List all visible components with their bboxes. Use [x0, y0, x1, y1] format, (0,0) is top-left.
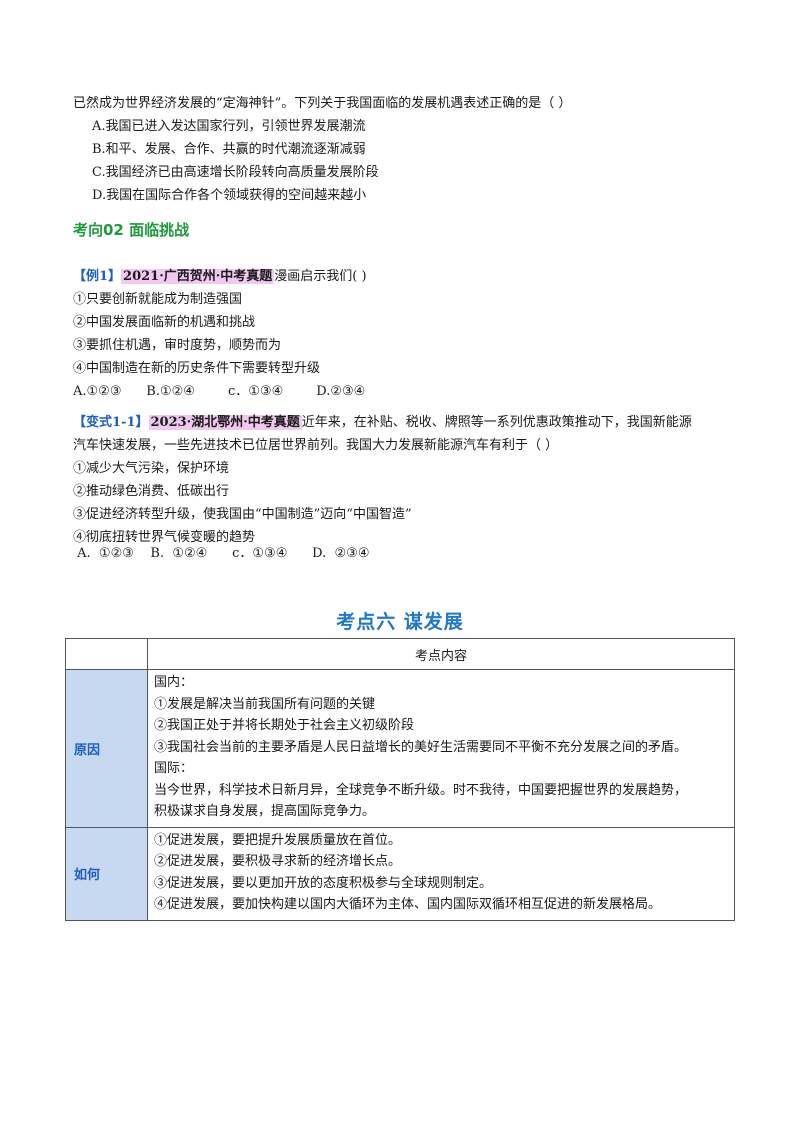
list-item: 积极谋求自身发展，提高国际竞争力。: [154, 804, 376, 819]
list-item: ②我国正处于并将长期处于社会主义初级阶段: [154, 718, 415, 733]
heading-02: 考向02 面临挑战: [73, 221, 190, 239]
table-row: 原因 国内： ①发展是解决当前我国所有问题的关键 ②我国正处于并将长期处于社会主…: [65, 669, 735, 828]
example1-source: 2021·广西贺州·中考真题: [121, 269, 275, 284]
example1-stem: 漫画启示我们( ): [274, 269, 367, 284]
list-item: ③我国社会当前的主要矛盾是人民日益增长的美好生活需要同不平衡不充分发展之间的矛盾…: [154, 739, 688, 755]
row-label-how: 如何: [65, 826, 148, 921]
table-header-row: 考点内容: [65, 638, 735, 670]
variant1-source: 2023·湖北鄂州·中考真题: [148, 415, 302, 430]
list-item: 国际：: [154, 761, 194, 776]
question-stem: 已然成为世界经济发展的“定海神针”。下列关于我国面临的发展机遇表述正确的是（ ）: [73, 96, 572, 111]
variant1-stem-line1: 【变式1-1】2023·湖北鄂州·中考真题近年来，在补贴、税收、牌照等一系列优惠…: [73, 413, 692, 433]
variant1-statement-4: ④彻底扭转世界气候变暖的趋势: [73, 530, 256, 545]
kaodian-table: 考点内容 原因 国内： ①发展是解决当前我国所有问题的关键 ②我国正处于并将长期…: [65, 638, 735, 921]
variant1-stem-line2: 汽车快速发展，一些先进技术已位居世界前列。我国大力发展新能源汽车有利于（ ）: [73, 438, 559, 453]
list-item: ④促进发展，要加快构建以国内大循环为主体、国内国际双循环相互促进的新发展格局。: [154, 897, 662, 912]
table-header: 考点内容: [147, 638, 735, 670]
variant1-statement-2: ②推动绿色消费、低碳出行: [73, 484, 230, 499]
variant1-statement-1: ①减少大气污染，保护环境: [73, 461, 230, 476]
table-row: 如何 ①促进发展，要把提升发展质量放在首位。 ②促进发展，要积极寻求新的经济增长…: [65, 826, 735, 921]
section-title: 考点六 谋发展: [336, 611, 464, 633]
option-d: D.我国在国际合作各个领域获得的空间越来越小: [92, 188, 367, 203]
variant1-tag: 【变式1-1】: [73, 415, 149, 430]
variant1-stem-1: 近年来，在补贴、税收、牌照等一系列优惠政策推动下，我国新能源: [301, 415, 692, 430]
example1-statement-2: ②中国发展面临新的机遇和挑战: [73, 315, 256, 330]
list-item: ②促进发展，要积极寻求新的经济增长点。: [154, 854, 402, 869]
example1-tag: 【例1】: [73, 269, 122, 284]
variant1-options: A. ①②③ B. ①②④ c．①③④ D. ②③④: [73, 546, 370, 561]
option-a: A.我国已进入发达国家行列，引领世界发展潮流: [92, 119, 366, 134]
example1-options: A.①②③ B.①②④ c．①③④ D.②③④: [73, 384, 366, 399]
option-c: C.我国经济已由高速增长阶段转向高质量发展阶段: [92, 165, 379, 180]
list-item: ③促进发展，要以更加开放的态度积极参与全球规则制定。: [154, 875, 493, 891]
example1-statement-3: ③要抓住机遇，审时度势，顺势而为: [73, 338, 282, 353]
option-b: B.和平、发展、合作、共赢的时代潮流逐渐减弱: [92, 142, 366, 157]
example1-stem-line: 【例1】2021·广西贺州·中考真题漫画启示我们( ): [73, 267, 367, 287]
list-item: 国内：: [154, 675, 194, 690]
row-content-how: ①促进发展，要把提升发展质量放在首位。 ②促进发展，要积极寻求新的经济增长点。 …: [147, 826, 735, 921]
variant1-statement-3: ③促进经济转型升级，使我国由“中国制造”迈向“中国智造”: [73, 507, 412, 522]
list-item: 当今世界，科学技术日新月异，全球竞争不断升级。时不我待，中国要把握世界的发展趋势…: [154, 782, 688, 798]
list-item: ①促进发展，要把提升发展质量放在首位。: [154, 832, 402, 848]
row-label-reason: 原因: [65, 669, 148, 828]
table-header-empty: [65, 638, 148, 670]
example1-statement-4: ④中国制造在新的历史条件下需要转型升级: [73, 361, 321, 376]
example1-statement-1: ①只要创新就能成为制造强国: [73, 292, 243, 307]
row-content-reason: 国内： ①发展是解决当前我国所有问题的关键 ②我国正处于并将长期处于社会主义初级…: [147, 669, 735, 828]
list-item: ①发展是解决当前我国所有问题的关键: [154, 696, 376, 712]
